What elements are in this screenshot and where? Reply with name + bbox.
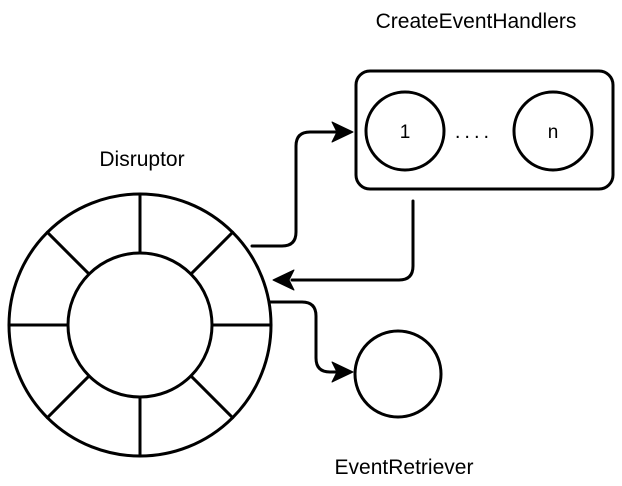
ring-spoke — [189, 230, 235, 276]
ring-spokes — [7, 192, 273, 458]
arrow-disruptor-to-retriever — [268, 300, 354, 383]
retriever-label: EventRetriever — [335, 456, 474, 479]
disruptor-label: Disruptor — [99, 148, 184, 171]
handler-node-last-label: n — [548, 122, 559, 143]
handlers-container — [354, 69, 615, 191]
handlers-ellipsis: .... — [455, 121, 493, 143]
ring-spoke — [45, 230, 91, 276]
arrow-handlers-to-disruptor — [272, 199, 415, 291]
event-retriever-node — [353, 329, 443, 419]
ring-spoke — [45, 374, 91, 420]
arrow-disruptor-to-handlers — [250, 121, 354, 248]
arrow-handlers-to-disruptor-head — [272, 269, 295, 291]
disruptor-ring-buffer — [7, 192, 273, 458]
arrow-disruptor-to-retriever-head — [331, 361, 354, 383]
arrow-disruptor-to-retriever-line — [268, 300, 338, 374]
ring-spoke — [189, 374, 235, 420]
handler-node-first — [364, 90, 446, 172]
handler-node-first-label: 1 — [400, 122, 411, 143]
arrow-disruptor-to-handlers-line — [250, 130, 338, 248]
handlers-label: CreateEventHandlers — [376, 10, 577, 33]
arrow-handlers-to-disruptor-line — [290, 199, 415, 282]
arrow-disruptor-to-handlers-head — [331, 121, 354, 143]
handlers-group: 1 .... n — [354, 69, 615, 191]
handler-node-last — [512, 90, 594, 172]
